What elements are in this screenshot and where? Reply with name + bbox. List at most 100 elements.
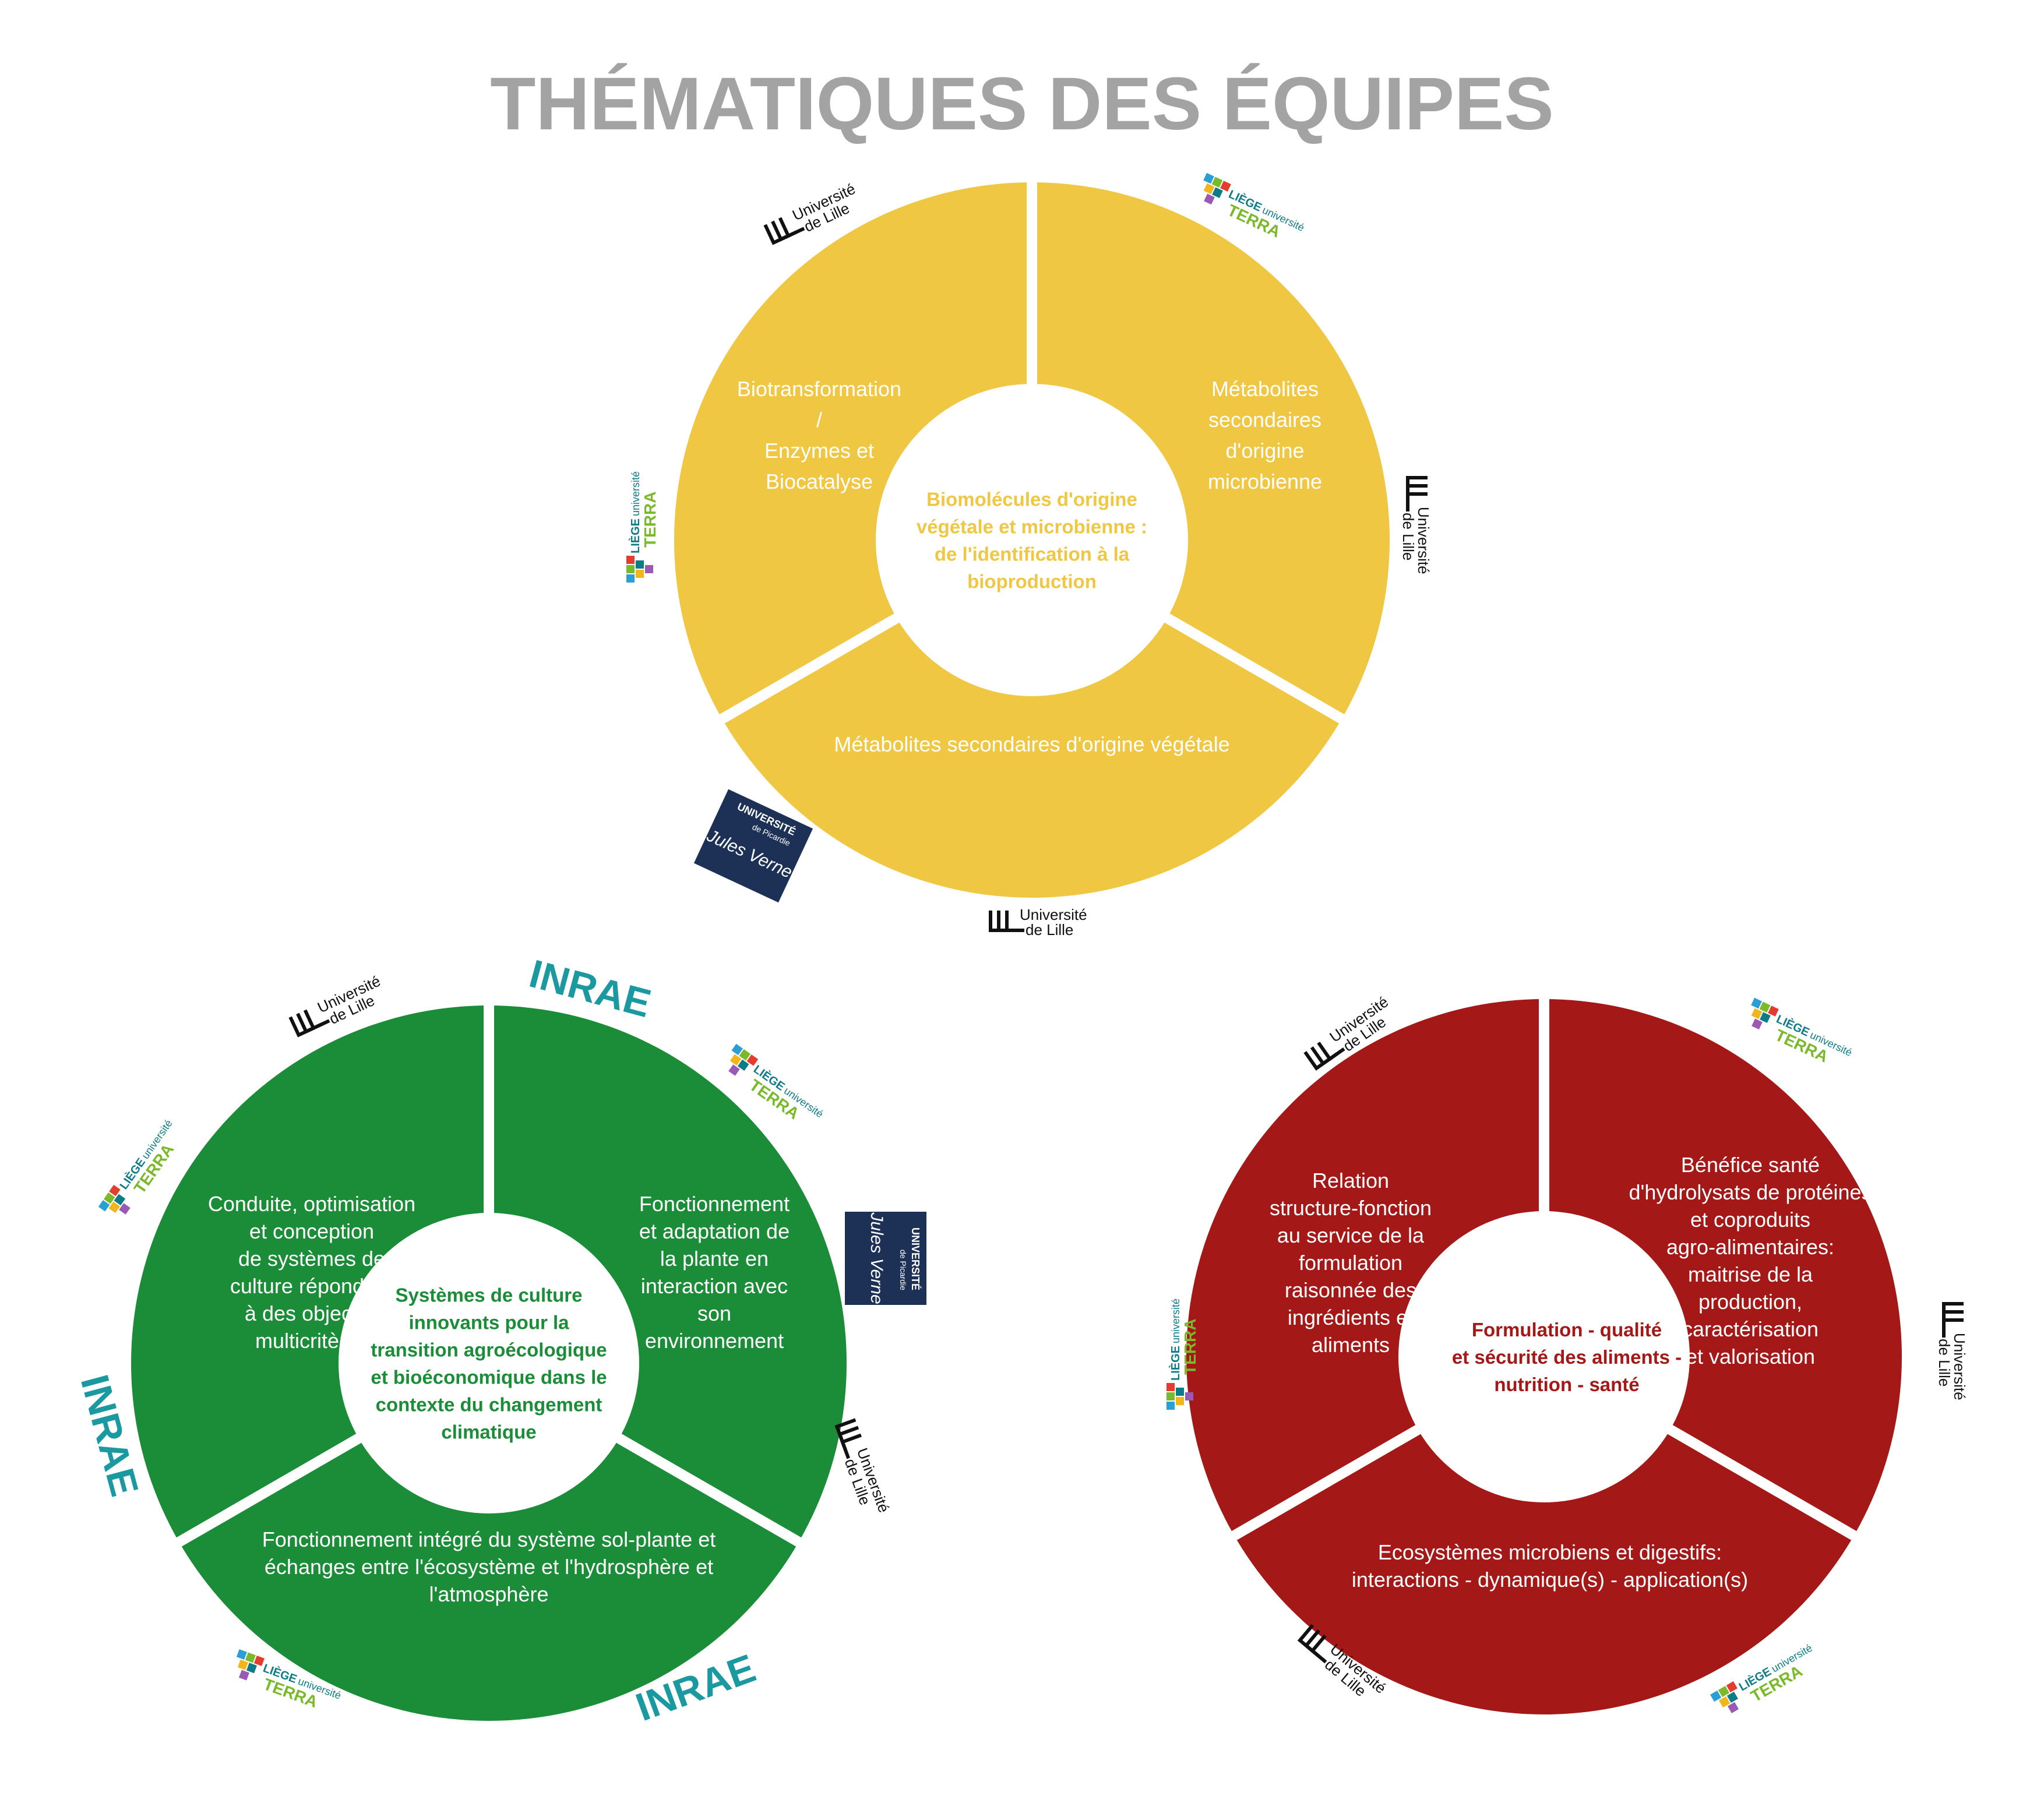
segment-line: raisonnée des	[1285, 1278, 1416, 1302]
segment-line: /	[816, 408, 822, 432]
segment-line: agro-alimentaires:	[1666, 1235, 1834, 1259]
svg-text:université: université	[630, 471, 642, 516]
segment-line: d'hydrolysats de protéines	[1629, 1180, 1872, 1204]
svg-text:Jules Verne: Jules Verne	[867, 1212, 886, 1304]
segment-line: Biocatalyse	[766, 470, 873, 493]
segment-line: structure-fonction	[1270, 1196, 1432, 1220]
svg-text:de Picardie: de Picardie	[898, 1250, 908, 1290]
svg-text:Université: Université	[1415, 507, 1432, 574]
segment-line: formulation	[1299, 1251, 1402, 1275]
segment-line: maitrise de la	[1688, 1262, 1813, 1286]
segment-line: production,	[1698, 1290, 1802, 1314]
segment-line: culture répondant	[230, 1274, 393, 1298]
segment-bottom-label: Ecosystèmes microbiens et digestifs: inte…	[1352, 1540, 1748, 1592]
center-line: Systèmes de culture	[396, 1285, 583, 1306]
segment-right-label: Métabolites secondaires d'origine microbien…	[1208, 377, 1322, 493]
lille-mark-icon	[1406, 476, 1428, 511]
svg-text:université: université	[1170, 1299, 1182, 1343]
liege-mosaic-icon	[1710, 1681, 1739, 1713]
segment-line: Conduite, optimisation	[208, 1192, 415, 1216]
segment-line: à des objectifs	[245, 1301, 379, 1325]
segment-left-label: Biotransformation / Enzymes et Biocatalyse	[737, 377, 901, 493]
segment-line: microbienne	[1208, 470, 1322, 493]
center-line: Formulation - qualité	[1472, 1319, 1662, 1340]
lille-mark-icon	[989, 911, 1024, 932]
svg-text:TERRA: TERRA	[1181, 1319, 1199, 1375]
center-line: contexte du changement	[376, 1394, 602, 1416]
lille-mark-icon	[763, 217, 805, 245]
segment-line: son	[697, 1301, 731, 1325]
svg-text:de Lille: de Lille	[1025, 921, 1073, 938]
segment-line: Métabolites	[1211, 377, 1319, 401]
lille-mark-icon	[288, 1009, 330, 1038]
lille-mark-icon	[1942, 1302, 1964, 1338]
segment-line: environnement	[645, 1329, 784, 1353]
page-title: THÉMATIQUES DES ÉQUIPES	[490, 62, 1553, 146]
lille-mark-icon	[834, 1418, 862, 1459]
segment-line: Relation	[1312, 1169, 1389, 1192]
liege-mosaic-icon	[236, 1649, 265, 1681]
svg-text:LIÈGE: LIÈGE	[1169, 1346, 1182, 1381]
svg-text:Université: Université	[1951, 1333, 1968, 1400]
segment-line: Métabolites secondaires d'origine végéta…	[834, 732, 1229, 756]
segment-line: et adaptation de	[639, 1219, 790, 1243]
segment-line: ingrédients et	[1288, 1306, 1414, 1329]
center-line: climatique	[441, 1421, 536, 1443]
liege-mosaic-icon	[1203, 172, 1231, 205]
svg-text:TERRA: TERRA	[641, 492, 659, 548]
segment-bottom-label: Métabolites secondaires d'origine végéta…	[834, 732, 1229, 756]
svg-text:de Lille: de Lille	[1936, 1339, 1953, 1386]
segment-right-label: Fonctionnement et adaptation de la plante …	[639, 1192, 790, 1353]
segment-line: Fonctionnement intégré du système sol-pl…	[262, 1527, 716, 1551]
segment-line: et conception	[249, 1219, 374, 1243]
segment-line: Enzymes et	[764, 439, 874, 463]
center-line: végétale et microbienne :	[917, 516, 1147, 538]
segment-line: échanges entre l'écosystème et l'hydrosp…	[265, 1555, 713, 1579]
donut-hole	[1398, 1211, 1690, 1502]
segment-line: de systèmes de	[238, 1247, 385, 1271]
center-line: nutrition - santé	[1494, 1374, 1639, 1395]
donut-green: Conduite, optimisation et conception de sy…	[131, 994, 847, 1721]
center-line: de l'identification à la	[935, 544, 1130, 565]
segment-line: Ecosystèmes microbiens et digestifs:	[1378, 1540, 1722, 1564]
liege-mosaic-icon	[626, 556, 653, 583]
svg-text:UNIVERSITÉ: UNIVERSITÉ	[910, 1227, 922, 1290]
svg-text:LIÈGE: LIÈGE	[629, 518, 642, 553]
segment-line: secondaires	[1208, 408, 1321, 432]
segment-line: et coproduits	[1690, 1208, 1810, 1232]
center-line: innovants pour la	[408, 1312, 569, 1333]
segment-line: multicritères	[255, 1329, 368, 1353]
svg-text:de Lille: de Lille	[1400, 513, 1417, 560]
segment-line: Fonctionnement	[639, 1192, 790, 1216]
center-line: et sécurité des aliments -	[1452, 1346, 1682, 1368]
lille-mark-icon	[1297, 1624, 1327, 1664]
donut-hole	[876, 384, 1188, 696]
segment-line: la plante en	[660, 1247, 769, 1271]
donut-hole	[339, 1213, 639, 1513]
segment-right-label: Bénéfice santé d'hydrolysats de protéines…	[1629, 1153, 1872, 1368]
segment-line: d'origine	[1226, 439, 1305, 463]
segment-line: et valorisation	[1686, 1345, 1815, 1368]
segment-line: Bénéfice santé	[1681, 1153, 1820, 1177]
segment-line: Biotransformation	[737, 377, 901, 401]
segment-line: interactions - dynamique(s) - applicatio…	[1352, 1568, 1748, 1592]
svg-text:Université: Université	[1020, 906, 1087, 923]
segment-line: caractérisation	[1682, 1317, 1819, 1341]
liege-mosaic-icon	[1167, 1383, 1193, 1410]
liege-mosaic-icon	[728, 1043, 759, 1076]
segment-line: interaction avec	[641, 1274, 788, 1298]
liege-mosaic-icon	[1751, 997, 1779, 1030]
center-theme: Formulation - qualité et sécurité des ali…	[1452, 1319, 1682, 1395]
